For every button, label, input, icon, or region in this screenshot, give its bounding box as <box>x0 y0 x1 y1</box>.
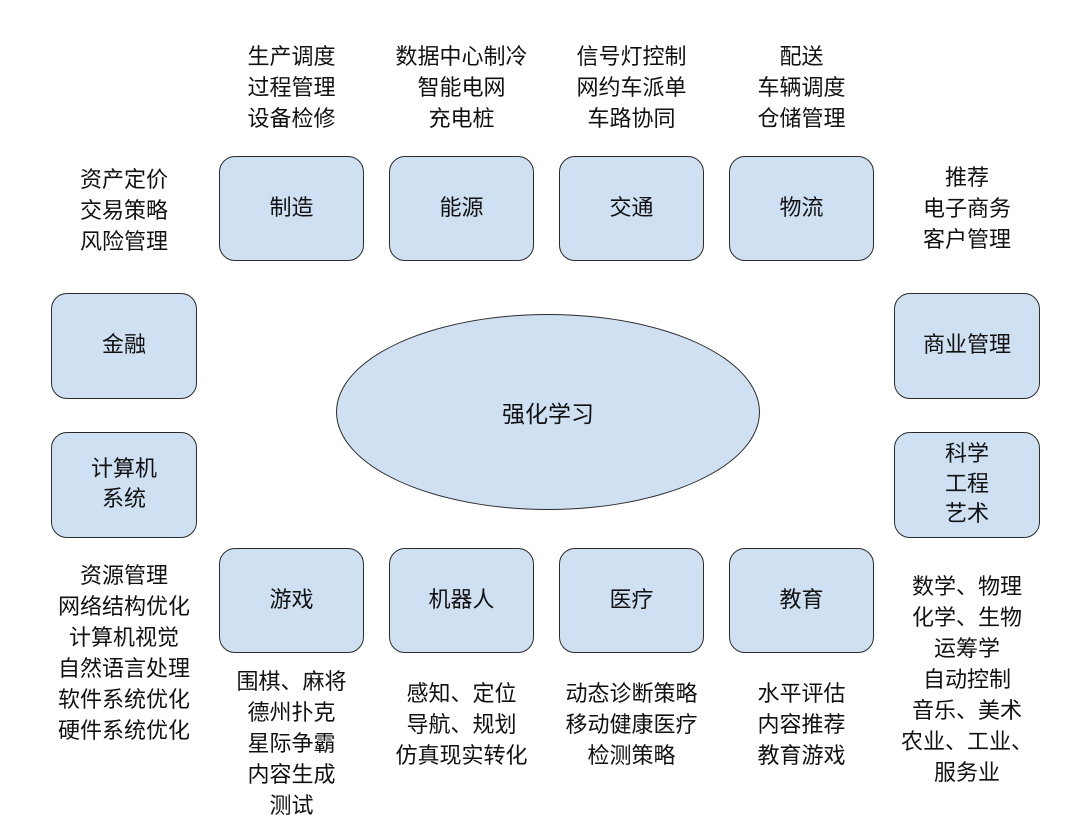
robotics-box: 机器人 <box>389 548 534 653</box>
note-line: 音乐、美术 <box>911 699 1022 724</box>
note-line: 农业、工业、 <box>900 730 1033 755</box>
transport-notes: 信号灯控制 网约车派单 车路协同 <box>544 42 719 135</box>
note-line: 车路协同 <box>587 107 676 132</box>
note-line: 测试 <box>269 794 314 819</box>
finance-label: 金融 <box>101 333 146 358</box>
manufacturing-label: 制造 <box>269 195 314 221</box>
science-label-line1: 科学 <box>944 442 989 467</box>
note-line: 客户管理 <box>922 228 1011 253</box>
note-line: 电子商务 <box>922 197 1011 222</box>
transport-box: 交通 <box>559 156 704 261</box>
note-line: 化学、生物 <box>911 606 1022 631</box>
note-line: 运筹学 <box>933 637 1000 662</box>
note-line: 动态诊断策略 <box>565 682 698 707</box>
medical-notes: 动态诊断策略 移动健康医疗 检测策略 <box>544 679 719 772</box>
note-line: 水平评估 <box>757 682 846 707</box>
logistics-box: 物流 <box>729 156 874 261</box>
note-line: 资源管理 <box>79 564 168 589</box>
note-line: 自动控制 <box>922 668 1011 693</box>
business-label: 商业管理 <box>922 333 1011 358</box>
energy-notes: 数据中心制冷 智能电网 充电桩 <box>369 42 554 135</box>
note-line: 网约车派单 <box>576 76 687 101</box>
note-line: 交易策略 <box>79 199 168 224</box>
note-line: 围棋、麻将 <box>236 670 347 695</box>
note-line: 自然语言处理 <box>57 657 190 682</box>
note-line: 德州扑克 <box>247 701 336 726</box>
finance-notes: 资产定价 交易策略 风险管理 <box>44 165 204 258</box>
education-notes: 水平评估 内容推荐 教育游戏 <box>719 679 884 772</box>
medical-box: 医疗 <box>559 548 704 653</box>
note-line: 数据中心制冷 <box>395 45 528 70</box>
education-box: 教育 <box>729 548 874 653</box>
note-line: 充电桩 <box>428 107 495 132</box>
note-line: 车辆调度 <box>757 76 846 101</box>
note-line: 信号灯控制 <box>576 45 687 70</box>
note-line: 内容生成 <box>247 763 336 788</box>
note-line: 网络结构优化 <box>57 595 190 620</box>
note-line: 智能电网 <box>417 76 506 101</box>
energy-label: 能源 <box>439 195 484 221</box>
note-line: 服务业 <box>933 761 1000 786</box>
note-line: 设备检修 <box>247 107 336 132</box>
note-line: 星际争霸 <box>247 732 336 757</box>
note-line: 仓储管理 <box>757 107 846 132</box>
note-line: 过程管理 <box>247 76 336 101</box>
games-notes: 围棋、麻将 德州扑克 星际争霸 内容生成 测试 <box>204 667 379 822</box>
note-line: 感知、定位 <box>406 682 517 707</box>
note-line: 检测策略 <box>587 744 676 769</box>
finance-box: 金融 <box>51 293 197 399</box>
science-label-line3: 艺术 <box>944 502 989 527</box>
note-line: 仿真现实转化 <box>395 744 528 769</box>
note-line: 风险管理 <box>79 230 168 255</box>
energy-box: 能源 <box>389 156 534 261</box>
note-line: 计算机视觉 <box>68 626 179 651</box>
medical-label: 医疗 <box>609 587 654 613</box>
games-box: 游戏 <box>219 548 364 653</box>
center-label: 强化学习 <box>502 402 594 428</box>
computer-label-line2: 系统 <box>101 487 146 512</box>
manufacturing-box: 制造 <box>219 156 364 261</box>
note-line: 移动健康医疗 <box>565 713 698 738</box>
computer-systems-box: 计算机 系统 <box>51 432 197 538</box>
games-label: 游戏 <box>269 587 314 613</box>
note-line: 硬件系统优化 <box>57 719 190 744</box>
robotics-label: 机器人 <box>428 587 495 613</box>
transport-label: 交通 <box>609 195 654 221</box>
note-line: 资产定价 <box>79 168 168 193</box>
note-line: 内容推荐 <box>757 713 846 738</box>
computer-label-line1: 计算机 <box>90 457 157 482</box>
reinforcement-learning-node: 强化学习 <box>336 314 760 510</box>
science-box: 科学 工程 艺术 <box>894 432 1040 538</box>
computer-notes: 资源管理 网络结构优化 计算机视觉 自然语言处理 软件系统优化 硬件系统优化 <box>24 561 224 747</box>
note-line: 配送 <box>779 45 824 70</box>
business-box: 商业管理 <box>894 293 1040 399</box>
note-line: 数学、物理 <box>911 575 1022 600</box>
science-label-line2: 工程 <box>944 472 989 497</box>
manufacturing-notes: 生产调度 过程管理 设备检修 <box>219 42 364 135</box>
science-notes: 数学、物理 化学、生物 运筹学 自动控制 音乐、美术 农业、工业、 服务业 <box>877 572 1057 789</box>
robotics-notes: 感知、定位 导航、规划 仿真现实转化 <box>369 679 554 772</box>
note-line: 软件系统优化 <box>57 688 190 713</box>
logistics-notes: 配送 车辆调度 仓储管理 <box>729 42 874 135</box>
business-notes: 推荐 电子商务 客户管理 <box>887 163 1047 256</box>
note-line: 教育游戏 <box>757 744 846 769</box>
note-line: 导航、规划 <box>406 713 517 738</box>
education-label: 教育 <box>779 587 824 613</box>
note-line: 推荐 <box>944 166 989 191</box>
note-line: 生产调度 <box>247 45 336 70</box>
logistics-label: 物流 <box>779 195 824 221</box>
